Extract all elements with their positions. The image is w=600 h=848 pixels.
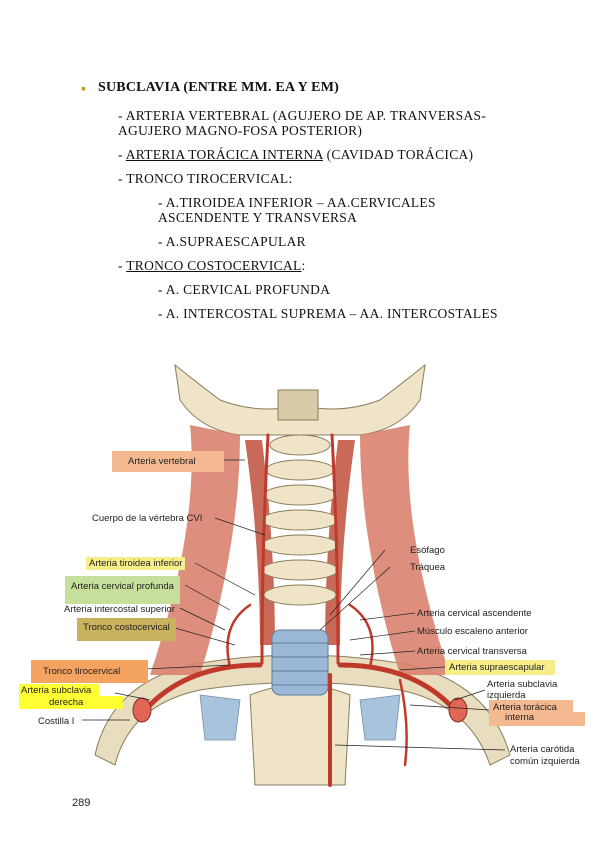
vertebral-artery-left [330,433,340,665]
label-cuerpo-vertebra: Cuerpo de la vértebra CVI [92,513,203,524]
label-subclavia-izquierda-1: Arteria subclavia [487,679,558,690]
text-vertebral-2: AGUJERO MAGNO-FOSA POSTERIOR) [118,123,363,138]
arteries [147,433,453,787]
label-traquea: Tráquea [410,562,446,573]
toracica-underlined: ARTERIA TORÁCICA INTERNA [125,147,323,162]
label-tronco-tirocervical: Tronco tirocervical [31,660,149,683]
thyrocervical-right [226,603,252,669]
label-subclavia-derecha-1: Arteria subclavia [19,684,100,697]
label-escaleno-anterior: Músculo escaleno anterior [417,626,528,637]
cervical-vertebrae [261,434,339,606]
text-tirocervical: - TRONCO TIROCERVICAL: [118,171,293,186]
label-cervical-transversa: Arteria cervical transversa [417,646,527,657]
muscles-right [360,425,450,675]
text-intercostal: - A. INTERCOSTAL SUPREMA – AA. INTERCOST… [158,306,498,321]
label-subclavia-derecha-2: derecha [19,696,124,709]
anatomy-illustration [82,363,511,787]
occipital-condyle [277,389,319,421]
costo-underlined: TRONCO COSTOCERVICAL [126,258,302,273]
label-supraescapular: Arteria supraescapular [445,660,555,675]
label-cervical-profunda: Arteria cervical profunda [65,576,180,604]
subclavian-artery-left [337,662,453,708]
label-carotida-1: Arteria carótida [510,744,575,755]
costo-dash: - [118,258,127,273]
label-toracica-interna-1: Arteria torácica [489,700,573,713]
label-tiroidea-inferior: Arteria tiroidea inferior [86,557,186,570]
label-esofago: Esófago [410,545,445,556]
subclavian-artery-right [147,662,263,708]
vertebral-artery-right [260,433,270,665]
text-costocervical: - TRONCO COSTOCERVICAL: [118,258,306,273]
label-subclavia-izquierda-2: izquierda [487,690,526,701]
label-toracica-interna-2: interna [489,712,586,726]
toracica-dash: - [118,147,126,162]
text-toracica: - ARTERIA TORÁCICA INTERNA (CAVIDAD TORÁ… [118,147,473,162]
label-tronco-costocervical: Tronco costocervical [77,618,176,641]
section-heading: SUBCLAVIA (ENTRE MM. EA Y EM) [98,80,339,95]
page-number: 289 [72,797,91,809]
text-supraescapular: - A.SUPRAESCAPULAR [158,234,306,249]
internal-thoracic-left [398,678,408,767]
text-tiroidea-2: ASCENDENTE Y TRANSVERSA [158,210,358,225]
text-vertebral-1: - ARTERIA VERTEBRAL (AGUJERO DE AP. TRAN… [118,108,487,123]
sternum [249,684,351,786]
subclavian-stump-left [448,697,468,723]
trachea [271,629,329,696]
subclavian-stump-right [132,697,152,723]
cartilage-left [199,694,241,741]
label-costilla: Costilla I [38,716,75,727]
label-carotida-2: común izquierda [510,756,580,767]
label-cervical-ascendente: Arteria cervical ascendente [417,608,532,619]
cartilage-right [359,694,401,741]
label-arteria-vertebral: Arteria vertebral [112,451,224,472]
muscles-left [150,425,240,675]
costo-rest: : [301,258,306,273]
label-intercostal-superior: Arteria intercostal superior [64,604,175,615]
toracica-rest: (CAVIDAD TORÁCICA) [322,147,474,162]
thyrocervical-left [348,603,374,669]
bullet-icon: ▪ [81,82,86,97]
text-cervical-profunda: - A. CERVICAL PROFUNDA [158,282,331,297]
leader-lines [82,459,506,751]
text-tiroidea-1: - A.TIROIDEA INFERIOR – AA.CERVICALES [158,195,436,210]
